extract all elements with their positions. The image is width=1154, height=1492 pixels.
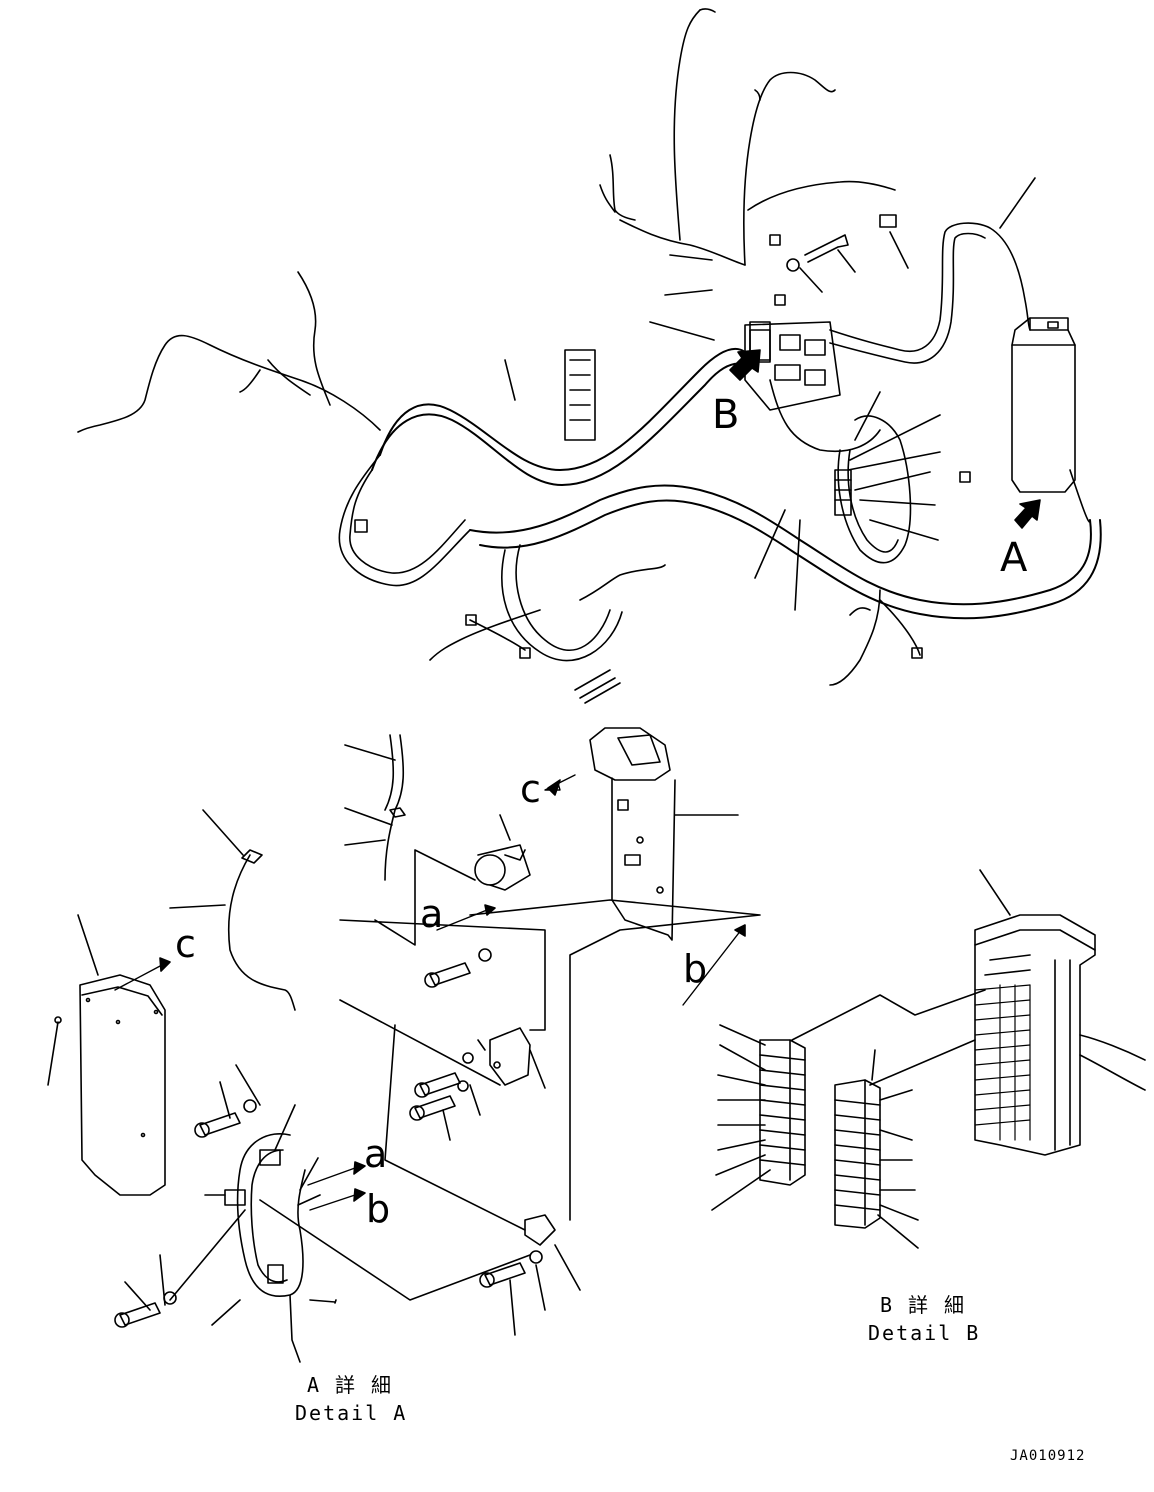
view-arrow-a [1014,499,1041,529]
ref-label-b-mid: b [683,947,708,991]
view-label-b: B [712,392,740,438]
upper-left-wires [77,334,381,433]
connector-block [974,914,1096,1156]
ref-label-c-top: c [520,767,541,811]
view-label-a: A [1000,535,1028,581]
ref-label-c-left: c [175,922,196,966]
main-harness-assembly [77,8,1102,704]
ref-label-b-detail: b [366,1187,391,1231]
detail-b-caption-jp: B 詳 細 [879,1293,967,1317]
detail-b-assembly [711,869,1146,1249]
drawing-code: JA010912 [1010,1448,1086,1464]
relay-a [474,814,531,891]
ref-label-a-mid: a [420,892,444,936]
leader-lines-upper [504,177,1036,611]
fuse-box-a [1011,317,1076,493]
cover-panel [79,974,166,1196]
view-arrow-b [729,349,761,381]
ref-label-a-detail: a [364,1132,388,1176]
detail-a-caption-en: Detail A [295,1401,408,1425]
right-harness-branch [829,222,1031,352]
bolts [114,948,543,1328]
left-harness-branch [338,454,471,587]
detail-a-assembly [47,727,761,1363]
mounting-bracket [589,727,739,941]
upper-wires [619,219,746,266]
relay-connector [749,321,771,363]
terminal-stack-1 [759,1039,806,1186]
detail-b-caption-en: Detail B [868,1321,981,1345]
terminal-stack-2 [834,1079,881,1229]
main-harness-trunk [379,348,746,471]
detail-a-caption-jp: A 詳 細 [306,1373,394,1397]
